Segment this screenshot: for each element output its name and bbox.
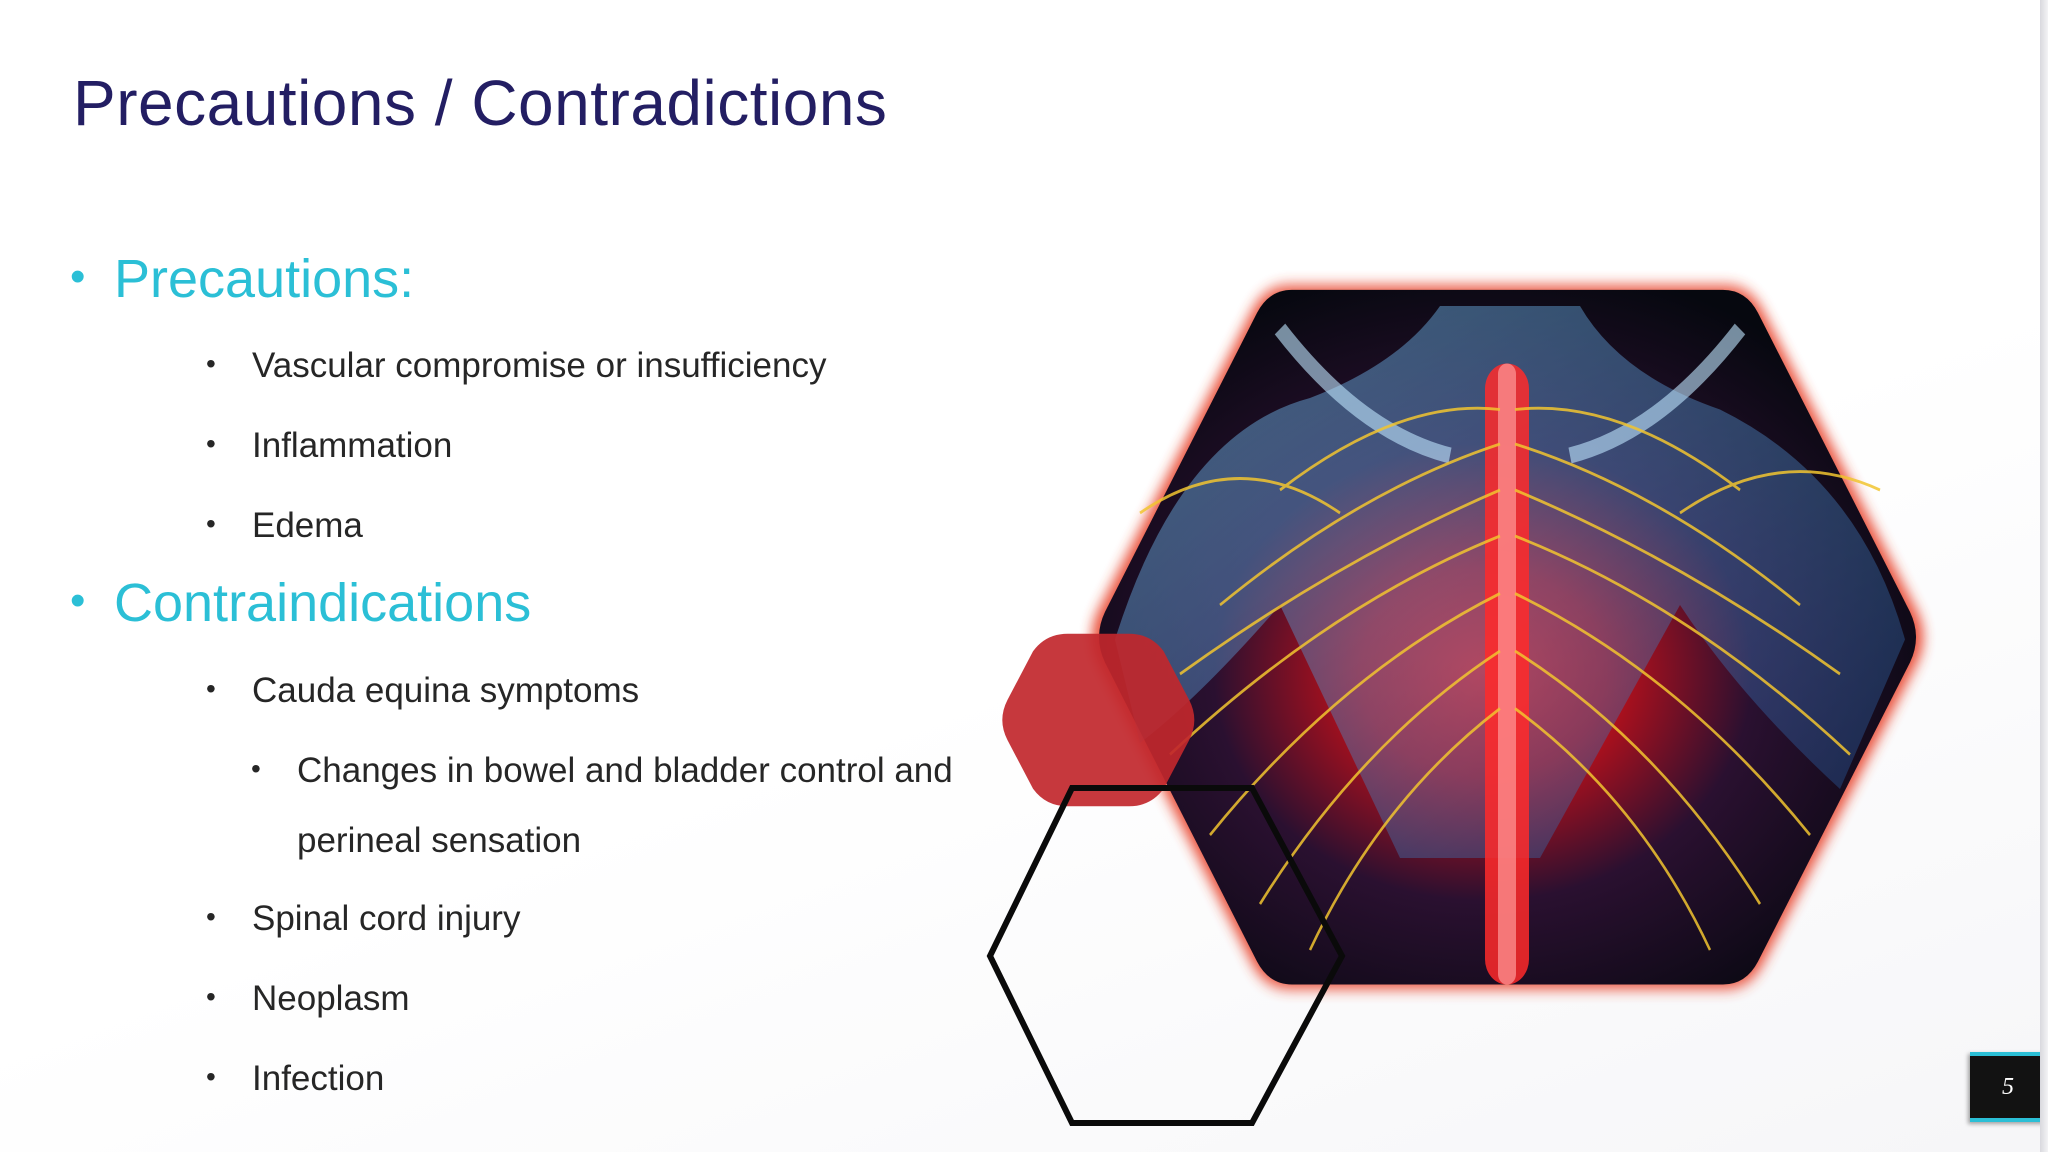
list-item: • Vascular compromise or insufficiency [206,346,826,386]
bullet-dot-icon: • [206,981,216,1012]
list-item: • Inflammation [206,426,452,466]
list-item: • Edema [206,506,363,546]
bullet-dot-icon: • [70,252,86,301]
list-item-sub-continuation: perineal sensation [251,821,581,861]
outline-hexagon-shape [986,785,1346,1126]
contraindications-heading: Contraindications [114,573,532,633]
bullet-dot-icon: • [206,1061,216,1092]
list-item: • Spinal cord injury [206,899,520,939]
list-item: • Cauda equina symptoms [206,671,639,711]
precautions-heading-row: • Precautions: [70,248,414,310]
bullet-dot-icon: • [251,753,261,784]
bullet-dot-icon: • [206,673,216,704]
slide-title: Precautions / Contradictions [73,67,888,139]
bullet-dot-icon: • [206,428,216,459]
precaution-item-vascular: Vascular compromise or insufficiency [252,346,827,385]
precaution-item-edema: Edema [252,506,363,545]
precautions-heading: Precautions: [114,249,415,309]
bullet-dot-icon: • [206,508,216,539]
contra-item-cauda-equina: Cauda equina symptoms [252,671,640,710]
contraindications-heading-row: • Contraindications [70,572,531,634]
list-item: • Neoplasm [206,979,410,1019]
bullet-dot-icon: • [206,901,216,932]
contra-item-infection: Infection [252,1059,385,1098]
contra-subitem-bowel-bladder-line1: Changes in bowel and bladder control and [297,751,953,790]
bullet-dot-icon: • [206,348,216,379]
list-item: • Infection [206,1059,384,1099]
contra-subitem-bowel-bladder-line2: perineal sensation [297,821,582,860]
bullet-dot-icon: • [70,576,86,625]
contra-item-spinal-cord-injury: Spinal cord injury [252,899,521,938]
spinal-nerves-xray-image [1091,285,1924,990]
hexagon-artwork [986,285,1924,1126]
precaution-item-inflammation: Inflammation [252,426,453,465]
red-hexagon-shape [1002,633,1195,807]
slide-edge-divider [2040,0,2048,1152]
contra-item-neoplasm: Neoplasm [252,979,410,1018]
list-item-sub: • Changes in bowel and bladder control an… [251,751,953,791]
page-number-badge: 5 [1970,1052,2046,1122]
